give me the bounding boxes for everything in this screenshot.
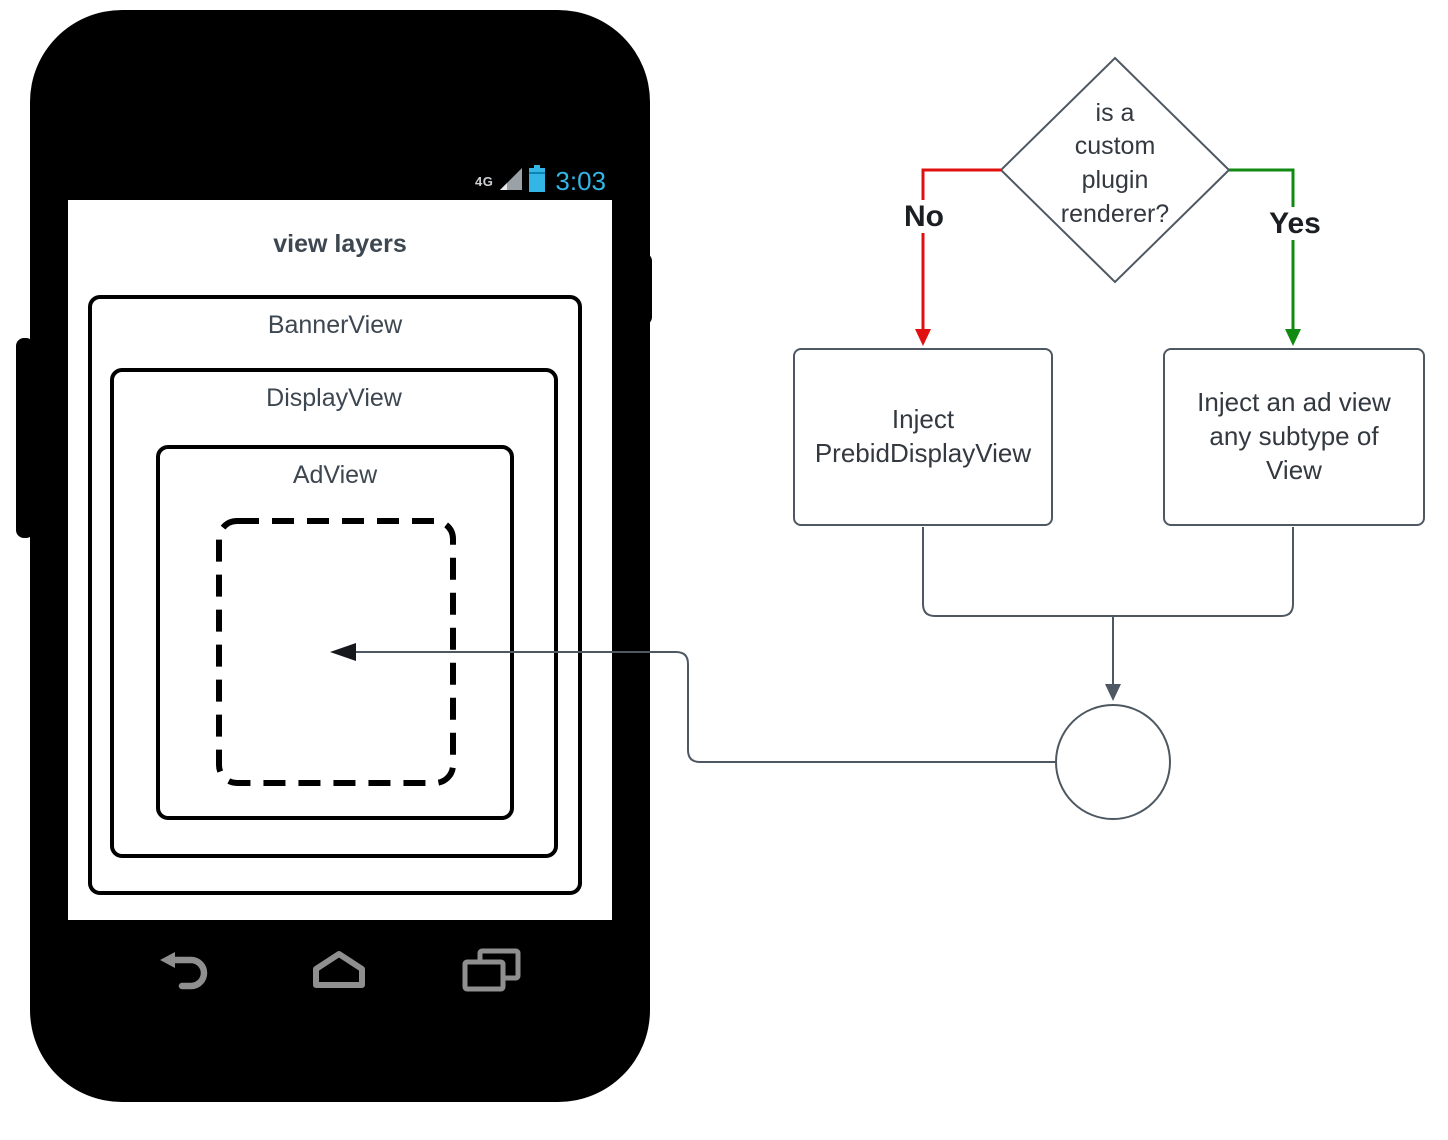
- yes-label: Yes: [1255, 207, 1335, 240]
- yes-connector-arrowhead: [1285, 329, 1301, 346]
- status-bar: 4G 3:03: [475, 162, 606, 200]
- merge-arrowhead: [1105, 684, 1121, 701]
- yes-connector-line: [1229, 168, 1295, 330]
- home-icon: [310, 950, 368, 995]
- ad-placeholder-dashed-box: [215, 517, 457, 787]
- banner-view-label: BannerView: [267, 311, 403, 339]
- display-view-label: DisplayView: [266, 384, 402, 412]
- decision-label: is a custom plugin renderer?: [1060, 98, 1170, 228]
- inject-prebid-box: Inject PrebidDisplayView: [793, 348, 1053, 526]
- no-connector-arrowhead: [915, 329, 931, 346]
- recents-icon: [460, 948, 522, 997]
- merge-connector-left: [922, 527, 1113, 617]
- phone-frame: 4G 3:03 view layers BannerView: [30, 10, 650, 1102]
- battery-icon: [529, 165, 546, 197]
- network-type-label: 4G: [475, 173, 494, 189]
- phone-side-button-left: [16, 338, 34, 538]
- no-connector-line: [921, 168, 1001, 330]
- no-label: No: [885, 200, 963, 233]
- merge-node-circle: [1055, 704, 1171, 820]
- signal-strength-icon: [500, 167, 523, 195]
- merge-connector-right: [1113, 527, 1294, 617]
- ad-view-label: AdView: [292, 461, 378, 489]
- back-icon: [158, 950, 218, 995]
- inject-adview-box: Inject an ad view any subtype of View: [1163, 348, 1425, 526]
- screen-title: view layers: [273, 230, 407, 258]
- phone-nav-bar: [68, 942, 612, 1002]
- phone-screen: view layers BannerView DisplayView AdVie…: [68, 200, 612, 920]
- status-clock: 3:03: [555, 165, 606, 196]
